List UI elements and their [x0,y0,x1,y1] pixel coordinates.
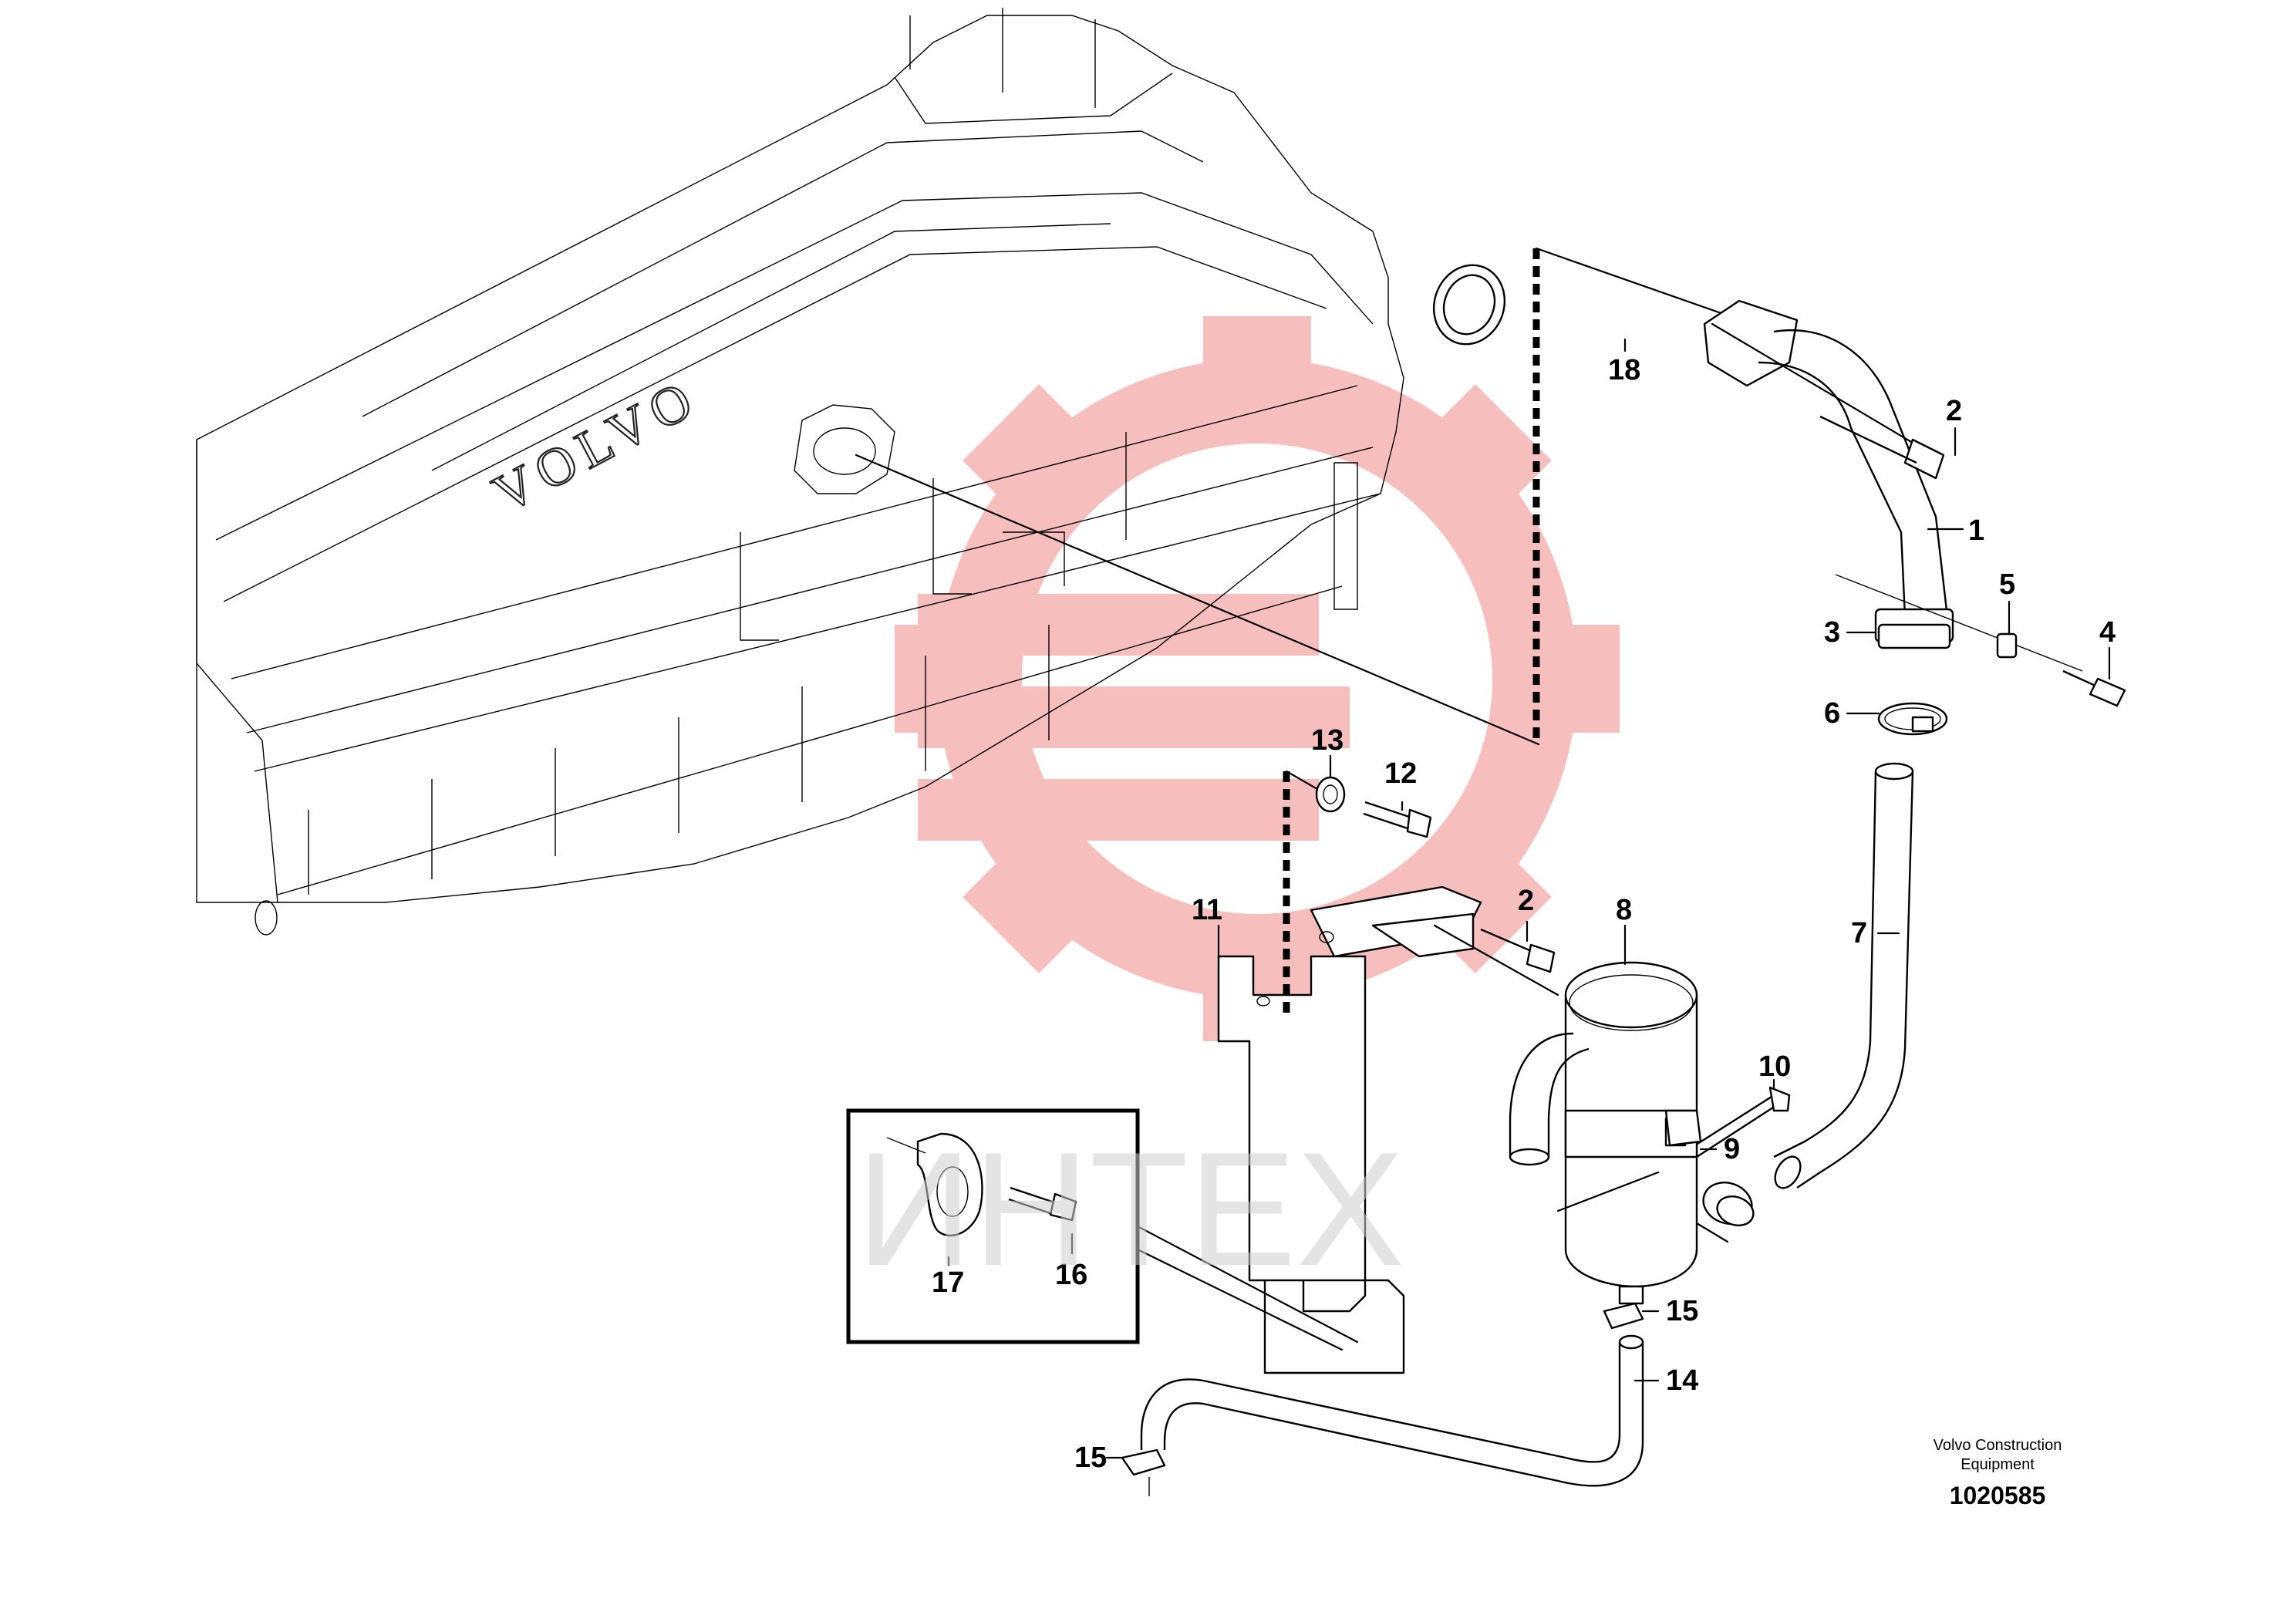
part-17-p-clamp [886,1132,983,1237]
label-part-1: 1 [1968,514,1984,547]
label-part-9: 9 [1724,1133,1740,1165]
callout-leaders [947,338,2111,1459]
label-part-11: 11 [1192,894,1222,926]
label-part-7: 7 [1851,917,1867,949]
leader-engine-port [855,454,1540,746]
part-11-bracket [1217,885,1559,1374]
label-part-14: 14 [1666,1364,1698,1397]
axis-pipe-end [1835,574,2083,672]
label-part-2-lower: 2 [1518,885,1534,917]
part-2-bolt-top [1711,322,1945,480]
part-2-bolt-lower [1480,928,1556,973]
part-1-breather-pipe [1703,299,1954,649]
part-12-bolt [1363,801,1432,838]
label-part-15-upper: 15 [1666,1295,1698,1327]
part-15-clip-lower [1121,1448,1166,1496]
part-10-bolt [1688,1086,1791,1158]
label-part-16: 16 [1055,1259,1087,1291]
part-16-screw [1008,1186,1077,1222]
label-part-13: 13 [1311,724,1344,757]
hose-clamp-lower [1687,1182,1755,1243]
label-part-18: 18 [1608,354,1640,386]
part-4-bolt [2062,669,2126,707]
part-14-drain-hose [1140,1334,1644,1487]
document-number: 1020585 [1950,1482,2046,1509]
label-part-2-top: 2 [1946,395,1962,427]
part-7-hose [1773,762,1914,1189]
part-18-seal-ring [1432,264,1506,346]
watermark-text: ИНТЕХ [856,1118,1404,1300]
label-part-3: 3 [1824,616,1840,649]
part-13-washer [1315,776,1346,813]
credit-block: Volvo Construction Equipment 1020585 [1934,1437,2062,1509]
credit-line-2: Equipment [1961,1456,2035,1473]
watermark-logo [895,316,1620,1041]
label-part-8: 8 [1616,894,1632,926]
label-part-10: 10 [1758,1050,1791,1083]
label-part-17: 17 [932,1266,964,1299]
part-5-spacer [1996,632,2018,659]
part-9-clamp [1664,1109,1702,1147]
part-6-hose-clamp [1877,702,1948,736]
label-part-5: 5 [1999,568,2015,601]
part-8-oil-separator [1509,961,1698,1305]
label-part-4: 4 [2099,616,2116,649]
label-part-12: 12 [1384,757,1417,790]
part-15-clip-upper [1603,1302,1644,1330]
label-part-6: 6 [1824,697,1840,730]
detail-inset [846,1108,1359,1351]
part-labels: 1 2 2 3 4 5 6 7 8 9 10 11 12 13 14 15 15… [932,354,2116,1474]
label-part-15-lower: 15 [1074,1442,1107,1474]
credit-line-1: Volvo Construction [1934,1437,2062,1454]
